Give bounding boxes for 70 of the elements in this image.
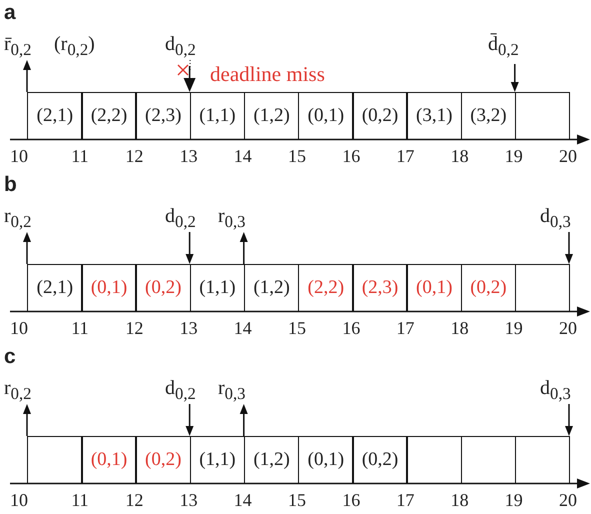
time-slot: (0,1) xyxy=(298,436,354,484)
tick-label: 12 xyxy=(125,491,144,509)
tick-label: 15 xyxy=(288,147,306,165)
math-label: d$_{0,3}$ xyxy=(540,378,571,403)
math-label: r$_{0,2}$ xyxy=(4,206,32,231)
tick-label: 19 xyxy=(504,491,523,509)
math-label: (r$_{0,2}$) xyxy=(54,34,95,59)
time-slot: (2,2) xyxy=(81,92,137,140)
tick-label: 11 xyxy=(71,491,89,509)
time-slot: (2,1) xyxy=(27,264,83,312)
time-slot: (2,2) xyxy=(298,264,354,312)
tick-label: 17 xyxy=(396,491,414,509)
time-slot: (2,3) xyxy=(135,92,192,140)
tick-label: 17 xyxy=(396,147,414,165)
math-label: r̄$_{0,2}$ xyxy=(4,34,32,59)
time-slot: (0,2) xyxy=(135,436,192,484)
tick-label: 10 xyxy=(10,491,28,509)
tick-label: 12 xyxy=(125,319,144,337)
time-slot: (2,3) xyxy=(352,264,408,312)
panel-label: c xyxy=(4,346,16,367)
time-slot: (0,1) xyxy=(81,264,137,312)
time-slot: (0,1) xyxy=(406,264,462,312)
tick-label: 20 xyxy=(559,491,577,509)
tick-label: 18 xyxy=(450,491,469,509)
tick-label: 11 xyxy=(71,319,89,337)
math-label: d$_{0,3}$ xyxy=(540,206,571,231)
empty-slot xyxy=(514,92,570,140)
tick-label: 16 xyxy=(342,491,360,509)
tick-label: 20 xyxy=(559,319,577,337)
tick-label: 10 xyxy=(10,147,28,165)
math-label: d$_{0,2}$ xyxy=(165,378,196,403)
tick-label: 19 xyxy=(504,147,523,165)
tick-label: 18 xyxy=(450,147,469,165)
time-slot: (0,1) xyxy=(298,92,354,140)
math-label: d$_{0,2}$ xyxy=(165,206,196,231)
tick-label: 13 xyxy=(180,147,198,165)
time-slot: (0,2) xyxy=(135,264,192,312)
math-label: r$_{0,3}$ xyxy=(218,206,246,231)
time-slot: (0,1) xyxy=(81,436,137,484)
tick-label: 16 xyxy=(342,319,360,337)
time-slot: (3,1) xyxy=(406,92,462,140)
tick-label: 20 xyxy=(559,147,577,165)
annotation-text: deadline miss xyxy=(210,64,325,85)
empty-slot xyxy=(27,436,83,484)
tick-label: 14 xyxy=(234,319,252,337)
time-slot: (0,2) xyxy=(352,92,408,140)
tick-label: 19 xyxy=(504,319,523,337)
tick-label: 18 xyxy=(450,319,469,337)
time-slot: (2,1) xyxy=(27,92,83,140)
math-label: r$_{0,2}$ xyxy=(4,378,32,403)
tick-label: 14 xyxy=(234,491,252,509)
tick-label: 13 xyxy=(180,319,198,337)
math-label: d$_{0,2}$ xyxy=(165,34,196,59)
tick-label: 13 xyxy=(180,491,198,509)
empty-slot xyxy=(514,264,570,312)
math-label: d̄$_{0,2}$ xyxy=(488,34,519,59)
empty-slot xyxy=(514,436,570,484)
panel-label: a xyxy=(4,2,16,23)
tick-label: 15 xyxy=(288,319,306,337)
tick-label: 14 xyxy=(234,147,252,165)
time-slot: (0,2) xyxy=(352,436,408,484)
tick-label: 16 xyxy=(342,147,360,165)
tick-label: 11 xyxy=(71,147,89,165)
tick-label: 12 xyxy=(125,147,144,165)
panel-label: b xyxy=(4,174,17,195)
math-label: r$_{0,3}$ xyxy=(218,378,246,403)
tick-label: 17 xyxy=(396,319,414,337)
tick-label: 15 xyxy=(288,491,306,509)
tick-label: 10 xyxy=(10,319,28,337)
empty-slot xyxy=(406,436,462,484)
